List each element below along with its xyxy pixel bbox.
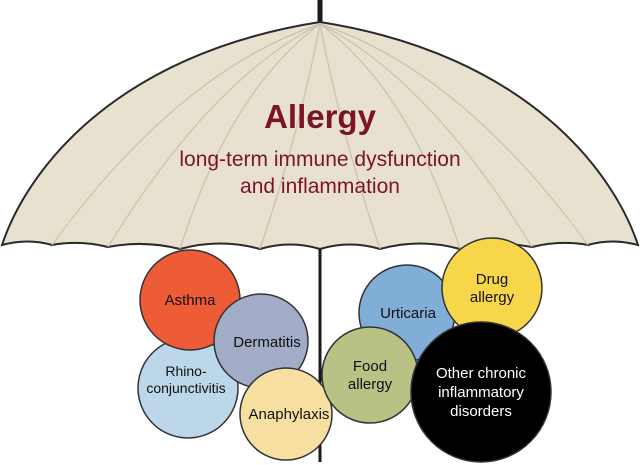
asthma-label: Asthma bbox=[165, 292, 217, 309]
dermatitis-label: Dermatitis bbox=[233, 334, 301, 351]
food-allergy-label-line2: allergy bbox=[348, 376, 393, 393]
other-disorders-label-line3: disorders bbox=[450, 403, 512, 420]
umbrella-canopy bbox=[0, 20, 640, 251]
urticaria-label: Urticaria bbox=[380, 305, 436, 322]
diagram-subtitle-line1: long-term immune dysfunction bbox=[179, 148, 460, 171]
diagram-subtitle-line2: and inflammation bbox=[240, 175, 400, 198]
diagram-title: Allergy bbox=[264, 98, 377, 135]
food-allergy-circle bbox=[321, 326, 419, 424]
anaphylaxis-label: Anaphylaxis bbox=[249, 406, 330, 423]
other-disorders-label-line1: Other chronic bbox=[436, 365, 527, 382]
food-allergy-label-line1: Food bbox=[353, 358, 387, 375]
other-disorders-label-line2: inflammatory bbox=[438, 384, 524, 401]
rhino-label-line1: Rhino- bbox=[165, 363, 207, 379]
anaphylaxis-circle bbox=[239, 367, 333, 461]
other-disorders-circle bbox=[410, 321, 552, 463]
umbrella-ribs bbox=[51, 23, 589, 250]
rhino-label-line2: conjunctivitis bbox=[146, 380, 225, 396]
drug-allergy-label-line2: allergy bbox=[470, 289, 515, 306]
drug-allergy-label-line1: Drug bbox=[476, 271, 509, 288]
